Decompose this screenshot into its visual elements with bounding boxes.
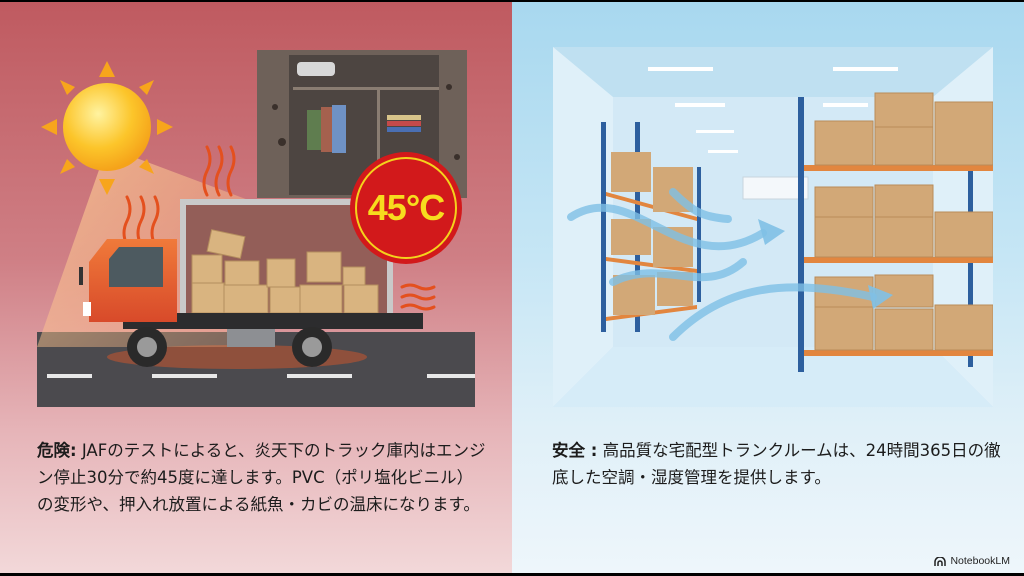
- ceiling-lights: [648, 67, 898, 153]
- danger-panel: 45°C 危険: JAFのテストによると、炎天下のトラック庫内はエンジン停止30…: [0, 2, 512, 573]
- notebooklm-watermark: NotebookLM: [934, 555, 1010, 567]
- airflow-arrows: [567, 188, 877, 341]
- temperature-badge: 45°C: [350, 152, 462, 264]
- storage-rack-right: [798, 92, 993, 372]
- sun-icon: [41, 61, 173, 195]
- warehouse-illustration: [553, 47, 993, 407]
- safe-panel: 安全 : 高品質な宅配型トランクルームは、24時間365日の徹底した空調・湿度管…: [512, 2, 1024, 573]
- watermark-text: NotebookLM: [950, 555, 1010, 567]
- notebooklm-logo-icon: [934, 556, 947, 566]
- safe-label: 安全 :: [552, 441, 598, 460]
- danger-label: 危険:: [37, 441, 77, 460]
- safe-text: 高品質な宅配型トランクルームは、24時間365日の徹底した空調・湿度管理を提供し…: [552, 441, 1001, 487]
- heat-waves: [122, 145, 436, 311]
- wheels: [127, 327, 332, 367]
- badge-ring: [355, 157, 457, 259]
- temperature-value: 45°C: [367, 187, 445, 228]
- danger-text: JAFのテストによると、炎天下のトラック庫内はエンジン停止30分で約45度に達し…: [37, 441, 486, 514]
- danger-caption: 危険: JAFのテストによると、炎天下のトラック庫内はエンジン停止30分で約45…: [37, 437, 487, 518]
- safe-caption: 安全 : 高品質な宅配型トランクルームは、24時間365日の徹底した空調・湿度管…: [552, 437, 1002, 491]
